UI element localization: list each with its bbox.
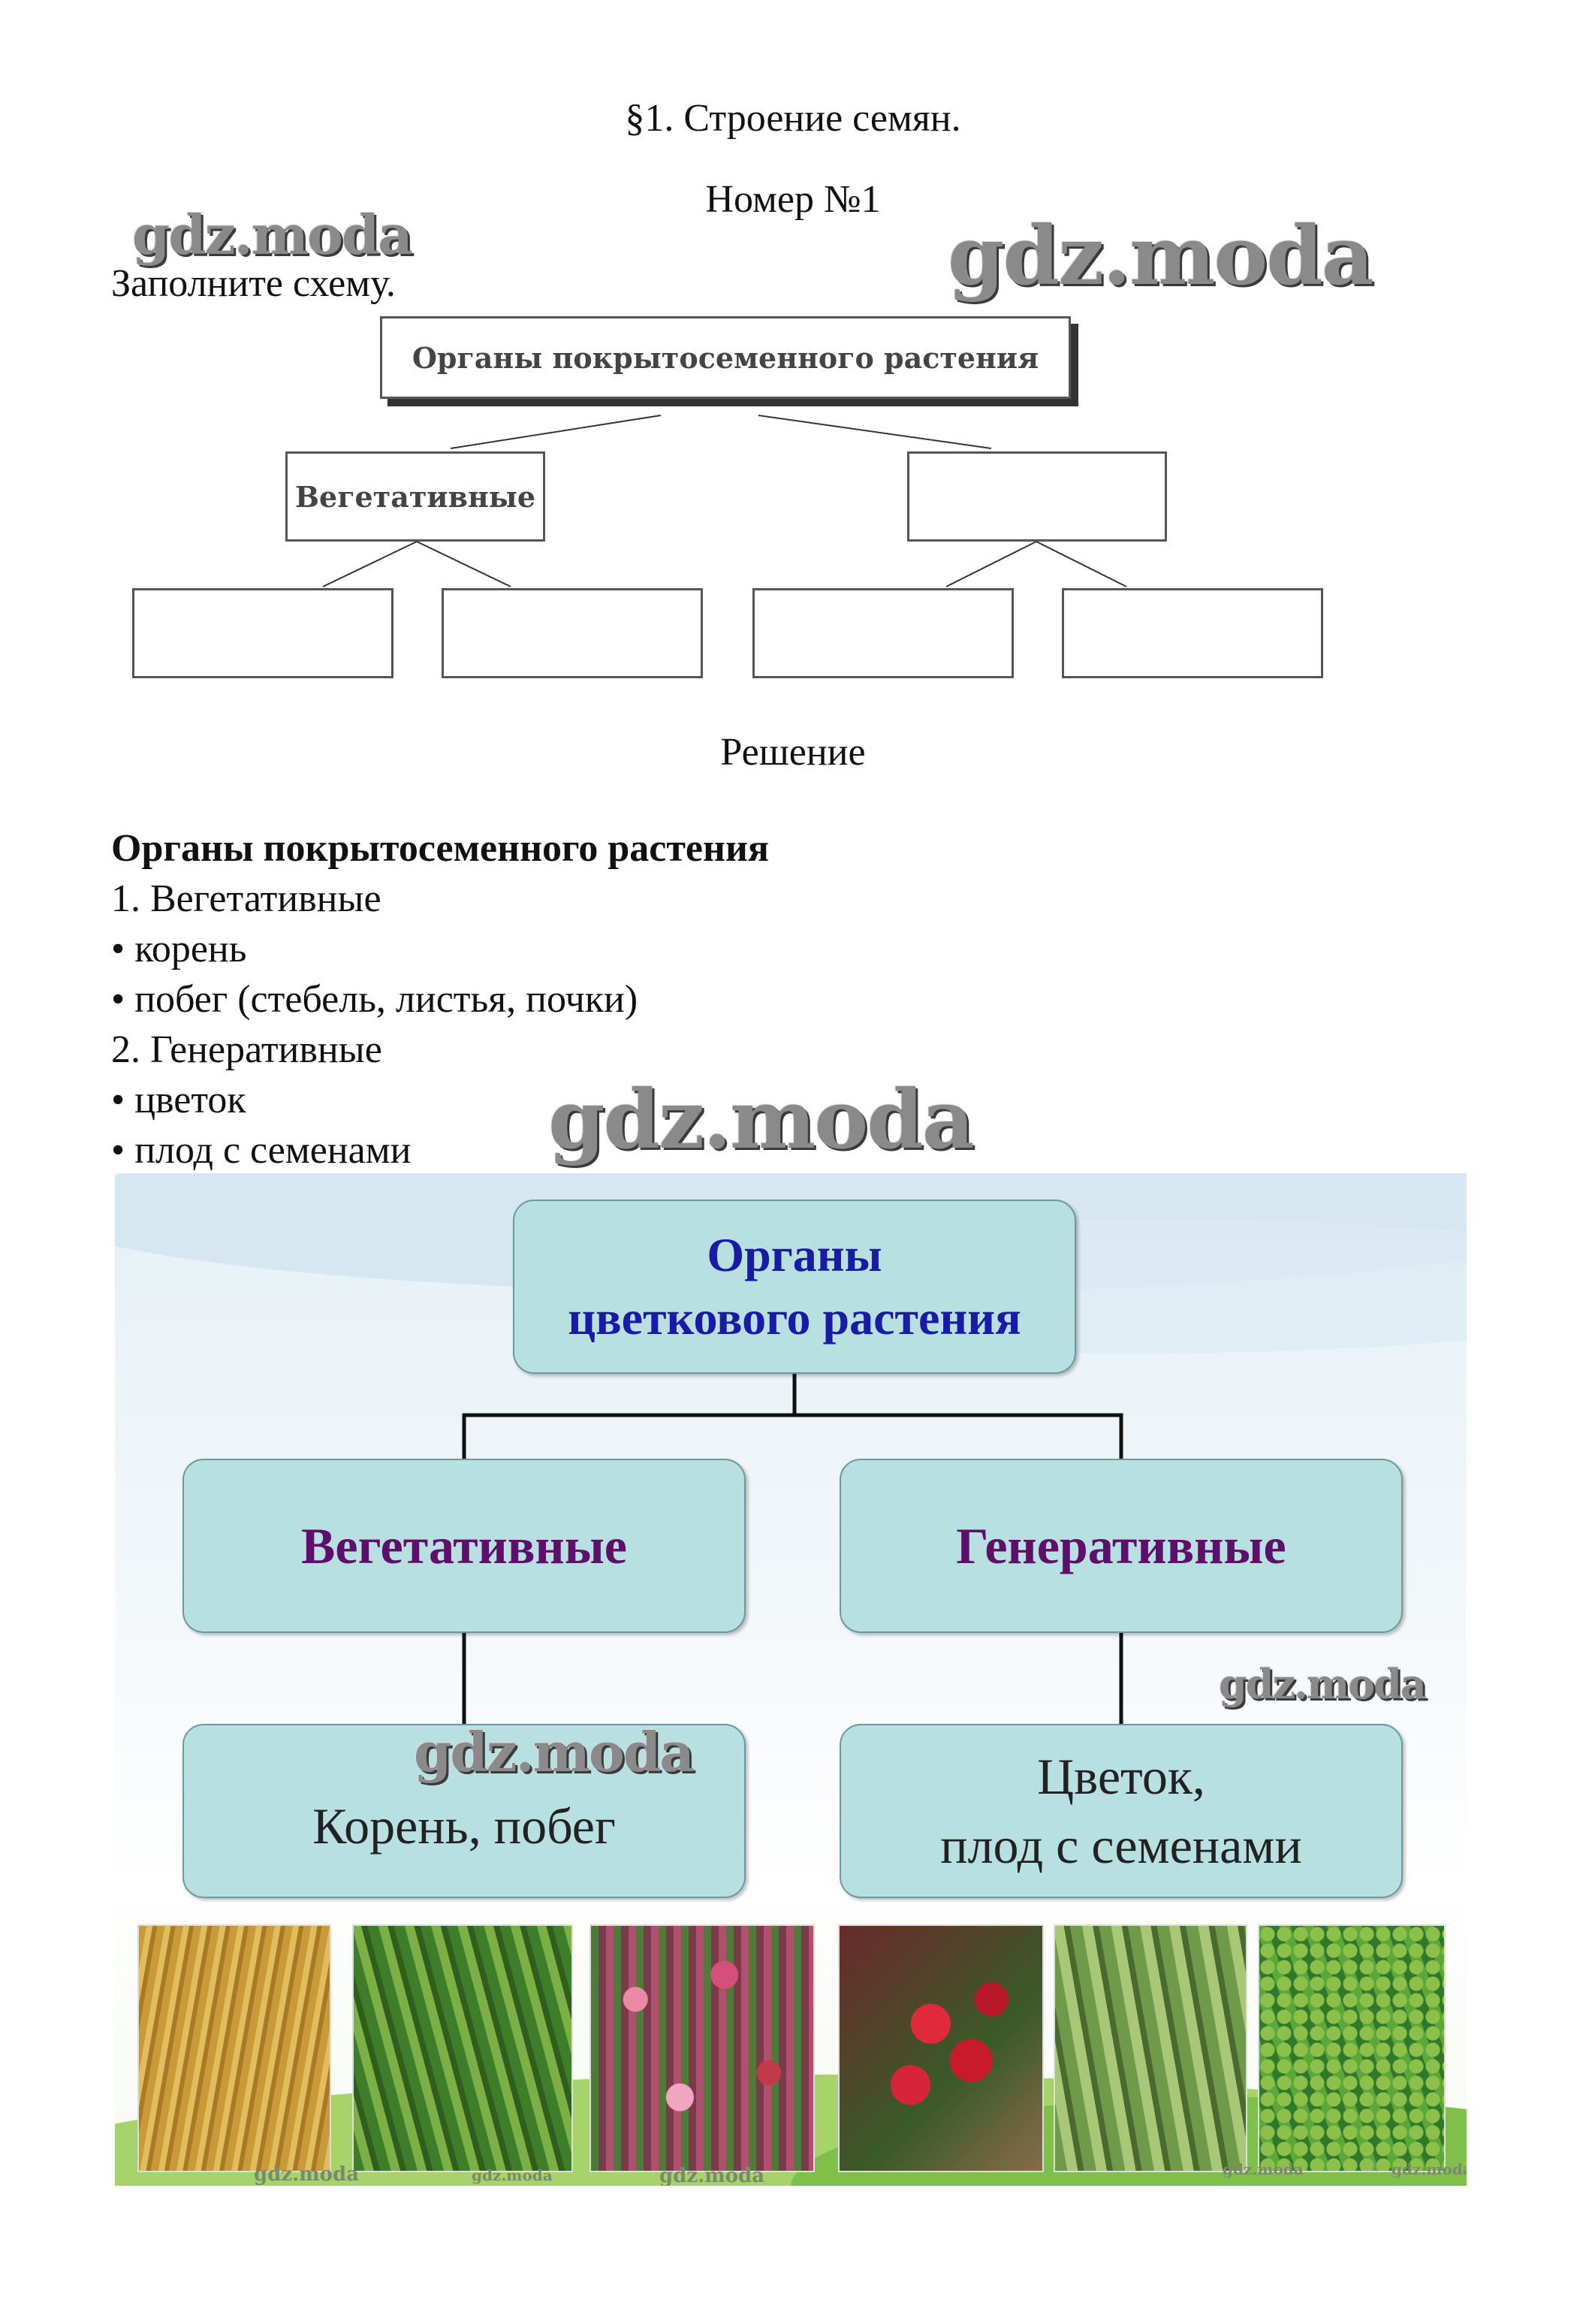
answer-block: Органы покрытосеменного растения 1. Веге… bbox=[111, 823, 769, 1176]
watermark: gdz.moda bbox=[659, 2165, 765, 2186]
task-text: Заполните схему. bbox=[111, 262, 396, 305]
slide-root-line: цветкового растения bbox=[568, 1291, 1021, 1345]
corn-photo bbox=[352, 1924, 573, 2172]
watermark: gdz.moda bbox=[254, 2163, 360, 2186]
cherries-photo bbox=[838, 1924, 1044, 2172]
answer-line: • цветок bbox=[111, 1079, 246, 1121]
watermark: gdz.moda bbox=[548, 1073, 975, 1167]
slide-generative-organs-box: Цветок, плод с семенами bbox=[840, 1724, 1403, 1898]
beans-photo bbox=[1054, 1924, 1247, 2172]
slide-root-box: Органы цветкового растения bbox=[513, 1200, 1076, 1374]
scheme-connectors bbox=[322, 415, 1127, 587]
watermark: gdz.moda bbox=[132, 203, 413, 267]
organs-slide: Органы цветкового растения Вегетативные … bbox=[115, 1173, 1467, 2186]
scheme-vegetative-box: Вегетативные bbox=[285, 451, 545, 542]
slide-generative-organs-line: Цветок, bbox=[1037, 1748, 1205, 1805]
answer-line: 2. Генеративные bbox=[111, 1028, 382, 1071]
slide-vegetative-box: Вегетативные bbox=[182, 1459, 746, 1633]
blank-scheme: Органы покрытосеменного растения Вегетат… bbox=[113, 304, 1329, 691]
slide-connectors bbox=[462, 1374, 1123, 1724]
scheme-empty-box bbox=[1062, 588, 1323, 678]
slide-vegetative-organs: Корень, побег bbox=[312, 1797, 616, 1855]
tulips-photo bbox=[589, 1924, 815, 2172]
watermark: gdz.moda bbox=[472, 2166, 553, 2184]
slide-vegetative-organs-box: Корень, побег bbox=[182, 1724, 746, 1898]
exercise-number: Номер №1 bbox=[705, 178, 881, 221]
slide-generative-organs-line: плод с семенами bbox=[940, 1817, 1302, 1874]
watermark: gdz.moda bbox=[1219, 1660, 1427, 1708]
watermark: gdz.moda bbox=[414, 1720, 695, 1784]
watermark: gdz.moda bbox=[948, 209, 1374, 303]
slide-generative-box: Генеративные bbox=[840, 1459, 1403, 1633]
section-title: §1. Строение семян. bbox=[625, 97, 961, 140]
answer-heading: Органы покрытосеменного растения bbox=[111, 827, 770, 870]
answer-line: • побег (стебель, листья, почки) bbox=[111, 978, 638, 1021]
answer-line: • корень bbox=[111, 928, 247, 970]
scheme-empty-box bbox=[907, 451, 1167, 542]
scheme-empty-box bbox=[442, 588, 703, 678]
watermark: gdz.moda bbox=[1392, 2160, 1467, 2178]
watermark: gdz.moda bbox=[1223, 2160, 1304, 2178]
slide-root-line: Органы bbox=[707, 1228, 882, 1281]
answer-line: • плод с семенами bbox=[111, 1129, 412, 1172]
solution-label: Решение bbox=[720, 731, 866, 774]
answer-line: 1. Вегетативные bbox=[111, 877, 381, 920]
wheat-photo bbox=[137, 1924, 331, 2172]
scheme-root-box: Органы покрытосеменного растения bbox=[380, 316, 1071, 399]
peas-photo bbox=[1258, 1924, 1446, 2172]
scheme-empty-box bbox=[132, 588, 393, 678]
scheme-empty-box bbox=[752, 588, 1014, 678]
